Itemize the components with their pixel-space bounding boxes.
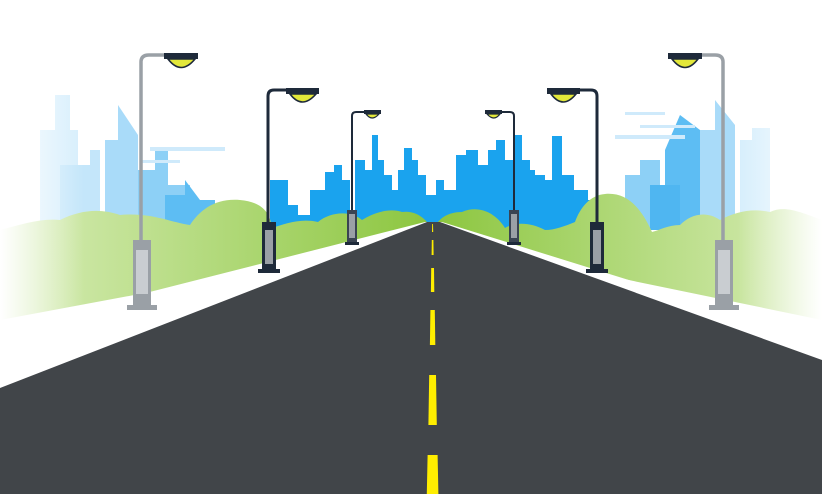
- street-lamp-right-far: [485, 110, 521, 245]
- road-center-line: [426, 224, 439, 494]
- skyline-city: [270, 135, 596, 232]
- street-lamp-right-mid: [547, 88, 608, 273]
- street-lamp-left-mid: [258, 88, 319, 273]
- street-lamp-right-near: [668, 53, 739, 310]
- street-lamp-left-far: [345, 110, 381, 245]
- road-surface: [0, 222, 822, 494]
- right-fade: [682, 80, 822, 330]
- left-fade: [0, 80, 140, 330]
- street-lamp-left-near: [127, 53, 198, 310]
